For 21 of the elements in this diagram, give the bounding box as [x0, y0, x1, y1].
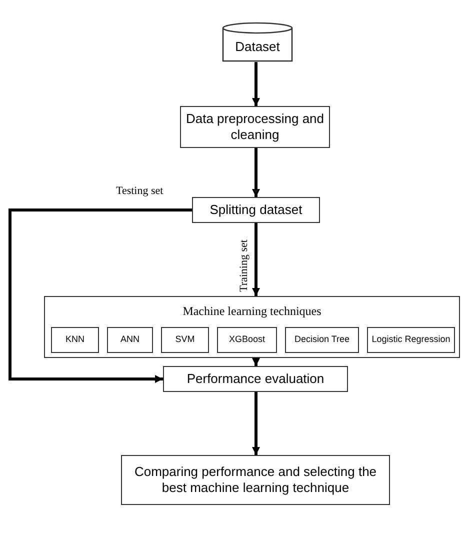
group-box — [44, 296, 460, 358]
arrow — [252, 392, 260, 455]
arrow — [252, 223, 260, 296]
edge-label: Testing set — [116, 185, 164, 197]
arrow — [8, 208, 192, 383]
process-box: Data preprocessing and cleaning — [180, 106, 330, 148]
process-box: XGBoost — [217, 327, 277, 353]
arrow — [252, 62, 260, 106]
process-box: ANN — [107, 327, 153, 353]
process-box: KNN — [51, 327, 99, 353]
arrow — [252, 358, 260, 366]
process-box: Splitting dataset — [192, 197, 320, 223]
process-box: Logistic Regression — [367, 327, 455, 353]
database-cylinder: Dataset — [222, 22, 293, 62]
group-title: Machine learning techniques — [182, 304, 322, 319]
arrow — [252, 148, 260, 197]
process-box: SVM — [161, 327, 209, 353]
process-box: Performance evaluation — [163, 366, 348, 392]
process-box: Comparing performance and selecting the best machine learning technique — [121, 455, 390, 505]
process-box: Decision Tree — [285, 327, 359, 353]
edge-label: Training set — [238, 240, 250, 292]
